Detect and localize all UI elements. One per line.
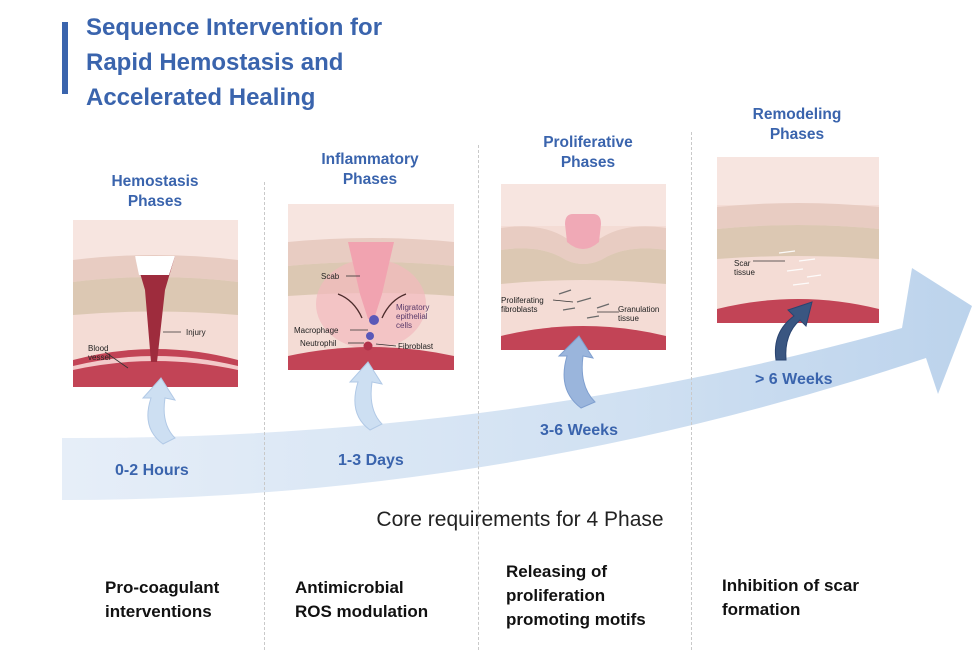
phase-label-inflammatory: Inflammatory Phases	[295, 150, 445, 190]
annotation-line: Migratory	[396, 303, 430, 312]
annotation-fibroblast: Fibroblast	[398, 342, 434, 351]
title-line-3: Accelerated Healing	[86, 84, 316, 111]
annotation-line: tissue	[734, 268, 755, 277]
phase-label-line: Phases	[560, 154, 616, 171]
annotation-neutrophil: Neutrophil	[300, 339, 337, 348]
hemostasis-wound-illustration	[73, 220, 238, 387]
time-label-hemostasis: 0-2 Hours	[115, 462, 189, 479]
phase-label-line: Hemostasis	[111, 173, 199, 190]
phase-label-proliferative: Proliferative Phases	[513, 133, 663, 173]
annotation-injury: Injury	[186, 328, 206, 337]
requirement-proliferative: Releasing of proliferation promoting mot…	[506, 560, 646, 632]
requirement-line: proliferation	[506, 586, 606, 605]
annotation-line: Granulation	[618, 305, 660, 314]
time-label-proliferative: 3-6 Weeks	[540, 422, 618, 439]
requirement-line: formation	[722, 600, 801, 619]
title-line-1: Sequence Intervention for	[86, 14, 383, 41]
requirement-hemostasis: Pro-coagulant interventions	[105, 576, 219, 624]
annotation-line: tissue	[618, 314, 639, 323]
annotation-line: epithelial	[396, 312, 428, 321]
proliferative-wound-illustration	[501, 184, 666, 350]
annotation-migratory-cells: Migratory epithelial cells	[396, 303, 429, 330]
core-requirements-heading: Core requirements for 4 Phase	[376, 508, 664, 531]
requirement-line: Releasing of	[506, 562, 608, 581]
requirement-line: Inhibition of scar	[722, 576, 859, 595]
annotation-blood-vessel: Blood vessel	[88, 344, 111, 362]
annotation-macrophage: Macrophage	[294, 326, 339, 335]
annotation-line: Proliferating	[501, 296, 544, 305]
divider-3	[691, 132, 692, 650]
requirement-inflammatory: Antimicrobial ROS modulation	[295, 576, 428, 624]
requirement-remodeling: Inhibition of scar formation	[722, 574, 859, 622]
remodeling-wound-illustration	[717, 157, 879, 323]
phase-label-line: Proliferative	[543, 134, 633, 151]
curved-up-arrow-icon	[348, 361, 384, 431]
requirement-line: interventions	[105, 602, 212, 621]
annotation-line: Scar	[734, 259, 751, 268]
requirement-line: Antimicrobial	[295, 578, 404, 597]
phase-label-line: Phases	[342, 171, 398, 188]
curved-up-arrow-icon	[774, 301, 813, 361]
page-title: Sequence Intervention for Rapid Hemostas…	[86, 10, 506, 115]
annotation-granulation-tissue: Granulation tissue	[618, 305, 659, 323]
time-label-inflammatory: 1-3 Days	[338, 452, 404, 469]
annotation-scab: Scab	[321, 272, 340, 281]
divider-2	[478, 145, 479, 650]
curved-up-arrow-icon	[557, 335, 596, 409]
phase-label-line: Inflammatory	[321, 151, 419, 168]
phase-label-hemostasis: Hemostasis Phases	[80, 172, 230, 212]
phase-label-line: Phases	[127, 193, 183, 210]
title-line-2: Rapid Hemostasis and	[86, 49, 344, 76]
requirement-line: ROS modulation	[295, 602, 429, 621]
annotation-line: fibroblasts	[501, 305, 538, 314]
inflammatory-wound-illustration	[288, 204, 454, 370]
annotation-line: cells	[396, 321, 413, 330]
requirement-line: Pro-coagulant	[105, 578, 220, 597]
phase-label-remodeling: Remodeling Phases	[722, 105, 872, 145]
annotation-line: Blood	[88, 344, 109, 353]
divider-1	[264, 182, 265, 650]
annotation-line: vessel	[88, 353, 111, 362]
title-accent-bar	[62, 22, 68, 94]
phase-label-line: Remodeling	[752, 106, 842, 123]
time-label-remodeling: > 6 Weeks	[755, 371, 833, 388]
annotation-scar-tissue: Scar tissue	[734, 259, 755, 277]
annotation-proliferating-fibroblasts: Proliferating fibroblasts	[501, 296, 544, 314]
requirement-line: promoting motifs	[506, 610, 646, 629]
phase-label-line: Phases	[769, 126, 825, 143]
curved-up-arrow-icon	[141, 377, 177, 445]
